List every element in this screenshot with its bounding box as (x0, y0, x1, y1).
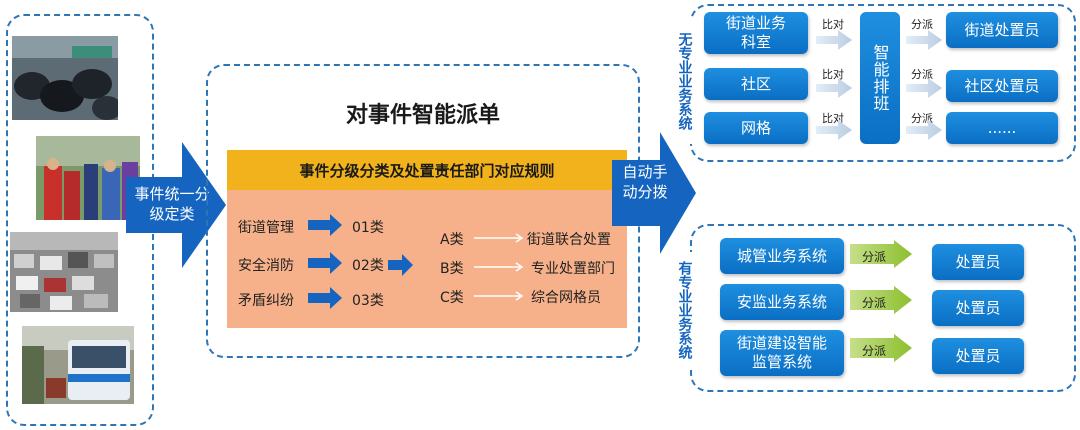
has-system-label: 有专业业务系统 (672, 252, 696, 368)
assign-arrow-top-3 (906, 120, 942, 140)
level-c: C类 (440, 290, 464, 306)
system-street-construction[interactable]: 街道建设智能监管系统 (720, 330, 844, 376)
target-street-handler[interactable]: 街道处置员 (946, 12, 1058, 48)
assign-label-2: 分派 (911, 68, 933, 81)
source-street-dept[interactable]: 街道业务科室 (704, 12, 808, 54)
category-arrows (308, 214, 342, 309)
dispatch-label: 自动手动分拨 (622, 163, 668, 201)
rules-header: 事件分级分类及处置责任部门对应规则 (227, 150, 627, 190)
category-arrow-2 (308, 252, 342, 274)
handler-professional: 专业处置部门 (531, 261, 615, 277)
rules-body (227, 190, 627, 328)
source-community[interactable]: 社区 (704, 68, 808, 100)
system-urban-mgmt[interactable]: 城管业务系统 (720, 238, 844, 274)
compare-arrow-2 (816, 78, 852, 98)
assign-arrow-bottom-3 (850, 334, 912, 362)
level-to-handler-arrows (474, 233, 524, 301)
big-arrow-classify (126, 142, 226, 268)
category-arrow-1 (308, 214, 342, 236)
class-03: 03类 (352, 293, 384, 309)
no-system-label: 无专业业务系统 (672, 18, 696, 144)
target-more[interactable]: ...... (946, 112, 1058, 144)
handler-bottom-1[interactable]: 处置员 (932, 244, 1024, 280)
compare-label-2: 比对 (822, 68, 844, 81)
assign-label-bottom-2: 分派 (861, 296, 886, 310)
assign-label-3: 分派 (911, 112, 933, 125)
level-b: B类 (440, 261, 464, 277)
center-title: 对事件智能派单 (345, 103, 500, 128)
source-street-dept-label: 街道业务科室 (725, 14, 786, 51)
compare-label-1: 比对 (822, 18, 844, 31)
assign-arrow-bottom-2 (850, 286, 912, 314)
class-01: 01类 (352, 220, 384, 236)
handler-bottom-3[interactable]: 处置员 (932, 338, 1024, 374)
category-street: 街道管理 (238, 220, 294, 236)
category-safety: 安全消防 (238, 258, 294, 274)
photo-bus (22, 326, 134, 404)
compare-arrow-3 (816, 120, 852, 140)
class-02: 02类 (352, 258, 384, 274)
assign-arrows-top (906, 30, 942, 140)
classify-label: 事件统一分级定类 (134, 185, 210, 223)
smart-scheduler[interactable]: 智能排班 (860, 12, 900, 144)
assign-label-bottom-1: 分派 (861, 250, 886, 264)
class-to-level-arrow (388, 254, 413, 276)
photo-rescue (36, 136, 140, 220)
system-street-construction-label: 街道建设智能监管系统 (736, 334, 827, 371)
level-a: A类 (440, 232, 464, 248)
system-safety-supervision[interactable]: 安监业务系统 (720, 284, 844, 320)
assign-arrow-top-1 (906, 30, 942, 50)
handler-street-joint: 街道联合处置 (527, 232, 611, 248)
category-arrow-3 (308, 287, 342, 309)
target-community-handler[interactable]: 社区处置员 (946, 70, 1058, 102)
assign-label-1: 分派 (911, 18, 933, 31)
photo-traffic (10, 232, 118, 312)
compare-arrows (816, 30, 852, 140)
handler-bottom-2[interactable]: 处置员 (932, 290, 1024, 326)
compare-arrow-1 (816, 30, 852, 50)
category-dispute: 矛盾纠纷 (238, 293, 294, 309)
handler-grid-member: 综合网格员 (531, 290, 601, 306)
assign-label-bottom-3: 分派 (861, 344, 886, 358)
source-grid[interactable]: 网格 (704, 112, 808, 144)
assign-arrow-top-2 (906, 78, 942, 98)
assign-arrow-bottom-1 (850, 240, 912, 268)
assign-arrows-bottom (850, 240, 912, 362)
photo-flood (12, 36, 118, 120)
big-arrow-dispatch (612, 132, 696, 254)
